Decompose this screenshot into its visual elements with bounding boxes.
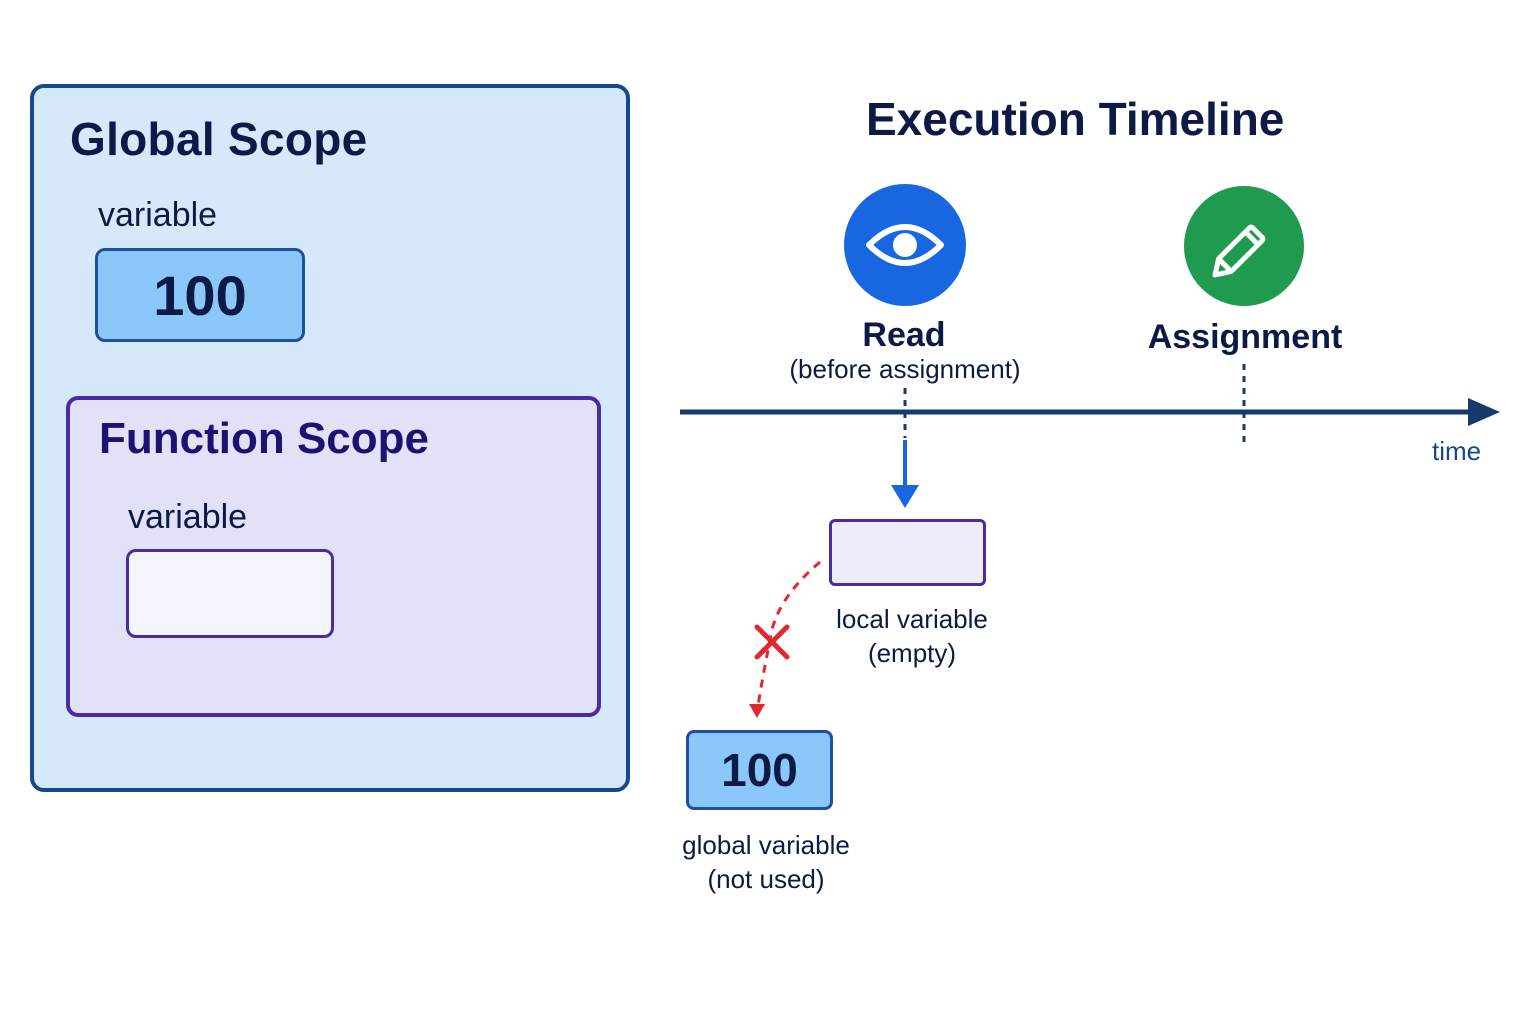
local-variable-caption-line2: (empty) (867, 638, 957, 668)
eye-icon (866, 224, 944, 266)
global-scope-title: Global Scope (70, 113, 368, 165)
local-variable-caption: local variable (empty) (822, 602, 1002, 670)
timeline-axis-label: time (1432, 436, 1482, 466)
global-variable-caption-line2: (not used) (707, 864, 825, 894)
x-mark-icon (754, 624, 790, 660)
read-event-badge (844, 184, 966, 306)
local-variable-box (829, 519, 986, 586)
global-variable-copy-caption: global variable (not used) (660, 828, 872, 896)
read-event-label: Read (862, 316, 946, 354)
assignment-event-badge (1184, 186, 1304, 306)
timeline-title: Execution Timeline (866, 93, 1285, 145)
function-variable-label: variable (128, 498, 248, 536)
pencil-icon (1212, 224, 1266, 278)
global-variable-label: variable (98, 196, 218, 234)
timeline-arrowhead (1468, 398, 1500, 426)
global-variable-value: 100 (95, 248, 305, 342)
function-variable-value (126, 549, 334, 638)
function-scope-title: Function Scope (99, 414, 429, 463)
global-variable-caption-line1: global variable (682, 830, 850, 860)
local-variable-caption-line1: local variable (836, 604, 988, 634)
read-event-sublabel: (before assignment) (789, 354, 1021, 384)
assignment-event-label: Assignment (1147, 318, 1343, 356)
read-arrowhead (891, 485, 919, 508)
global-variable-copy-value: 100 (686, 730, 833, 810)
blocked-lookup-arrowhead (749, 704, 765, 718)
